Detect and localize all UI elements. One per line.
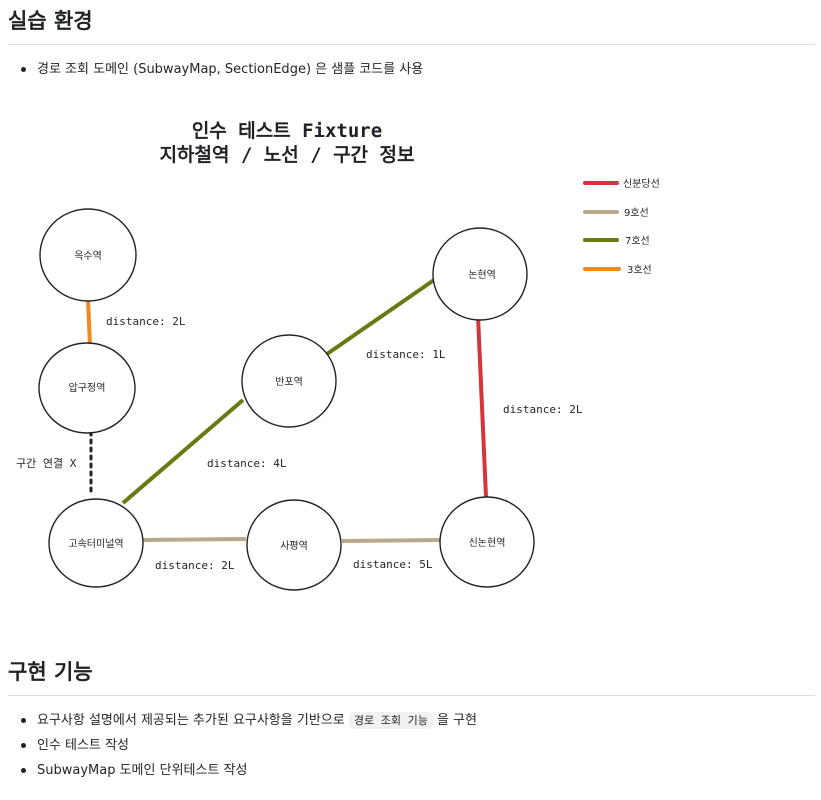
edge-label-banpo-nonhyeon: distance: 1L — [366, 348, 446, 361]
no-link-label: 구간 연결 X — [16, 457, 77, 470]
edge-label-oksu-apgujeong: distance: 2L — [106, 315, 186, 328]
subway-fixture-diagram: 인수 테스트 Fixture 지하철역 / 노선 / 구간 정보 신분당선 9호… — [16, 120, 660, 591]
station-node-sinnonhyeon — [439, 496, 535, 588]
edge-label-sapyeong-sinnonhyeon: distance: 5L — [353, 558, 433, 571]
edge-terminal-banpo — [121, 398, 245, 505]
implementation-list: 요구사항 설명에서 제공되는 추가된 요구사항을 기반으로 경로 조회 기능 을… — [10, 708, 477, 783]
station-label-express-terminal: 고속터미널역 — [68, 538, 123, 550]
list-item: 경로 조회 도메인 (SubwayMap, SectionEdge) 은 샘플 … — [10, 57, 423, 82]
station-label-nonhyeon: 논현역 — [468, 269, 496, 281]
list-item: 요구사항 설명에서 제공되는 추가된 요구사항을 기반으로 경로 조회 기능 을… — [10, 708, 477, 733]
station-label-oksu: 옥수역 — [74, 250, 102, 262]
station-label-banpo: 반포역 — [275, 376, 303, 388]
legend-label-line7: 7호선 — [625, 235, 650, 247]
environment-list: 경로 조회 도메인 (SubwayMap, SectionEdge) 은 샘플 … — [10, 57, 423, 82]
section-heading-environment: 실습 환경 — [8, 7, 815, 45]
edge-label-terminal-banpo: distance: 4L — [207, 457, 287, 470]
edge-oksu-apgujeong — [86, 299, 92, 346]
inline-code: 경로 조회 기능 — [348, 712, 433, 729]
station-label-sinnonhyeon: 신논현역 — [469, 537, 506, 549]
station-node-express-terminal — [48, 498, 144, 588]
legend-label-sinbundang: 신분당선 — [623, 178, 660, 190]
edge-terminal-sapyeong — [142, 537, 247, 542]
station-node-sapyeong — [246, 499, 342, 591]
station-node-nonhyeon — [432, 227, 528, 321]
station-label-apgujeong: 압구정역 — [69, 381, 106, 394]
list-item-text: 요구사항 설명에서 제공되는 추가된 요구사항을 기반으로 — [37, 713, 345, 728]
edge-nonhyeon-sinnonhyeon — [476, 315, 488, 498]
section-heading-implementation: 구현 기능 — [8, 658, 815, 696]
station-label-sapyeong: 사평역 — [280, 540, 308, 552]
edge-banpo-nonhyeon — [325, 278, 436, 356]
station-node-banpo — [241, 334, 337, 428]
legend-label-line3: 3호선 — [627, 264, 652, 276]
edge-label-nonhyeon-sinnonhyeon: distance: 2L — [503, 403, 583, 416]
list-item: 인수 테스트 작성 — [10, 733, 477, 758]
list-item-text: 을 구현 — [436, 713, 477, 728]
edge-label-terminal-sapyeong: distance: 2L — [155, 559, 235, 572]
station-node-oksu — [39, 208, 137, 302]
legend-label-line9: 9호선 — [624, 207, 649, 219]
diagram-title-line2: 지하철역 / 노선 / 구간 정보 — [160, 144, 415, 166]
legend: 신분당선 9호선 7호선 3호선 — [583, 178, 660, 276]
edge-sapyeong-sinnonhyeon — [341, 538, 444, 543]
diagram-title-line1: 인수 테스트 Fixture — [192, 120, 382, 142]
station-node-apgujeong — [38, 342, 136, 434]
list-item: SubwayMap 도메인 단위테스트 작성 — [10, 758, 477, 783]
